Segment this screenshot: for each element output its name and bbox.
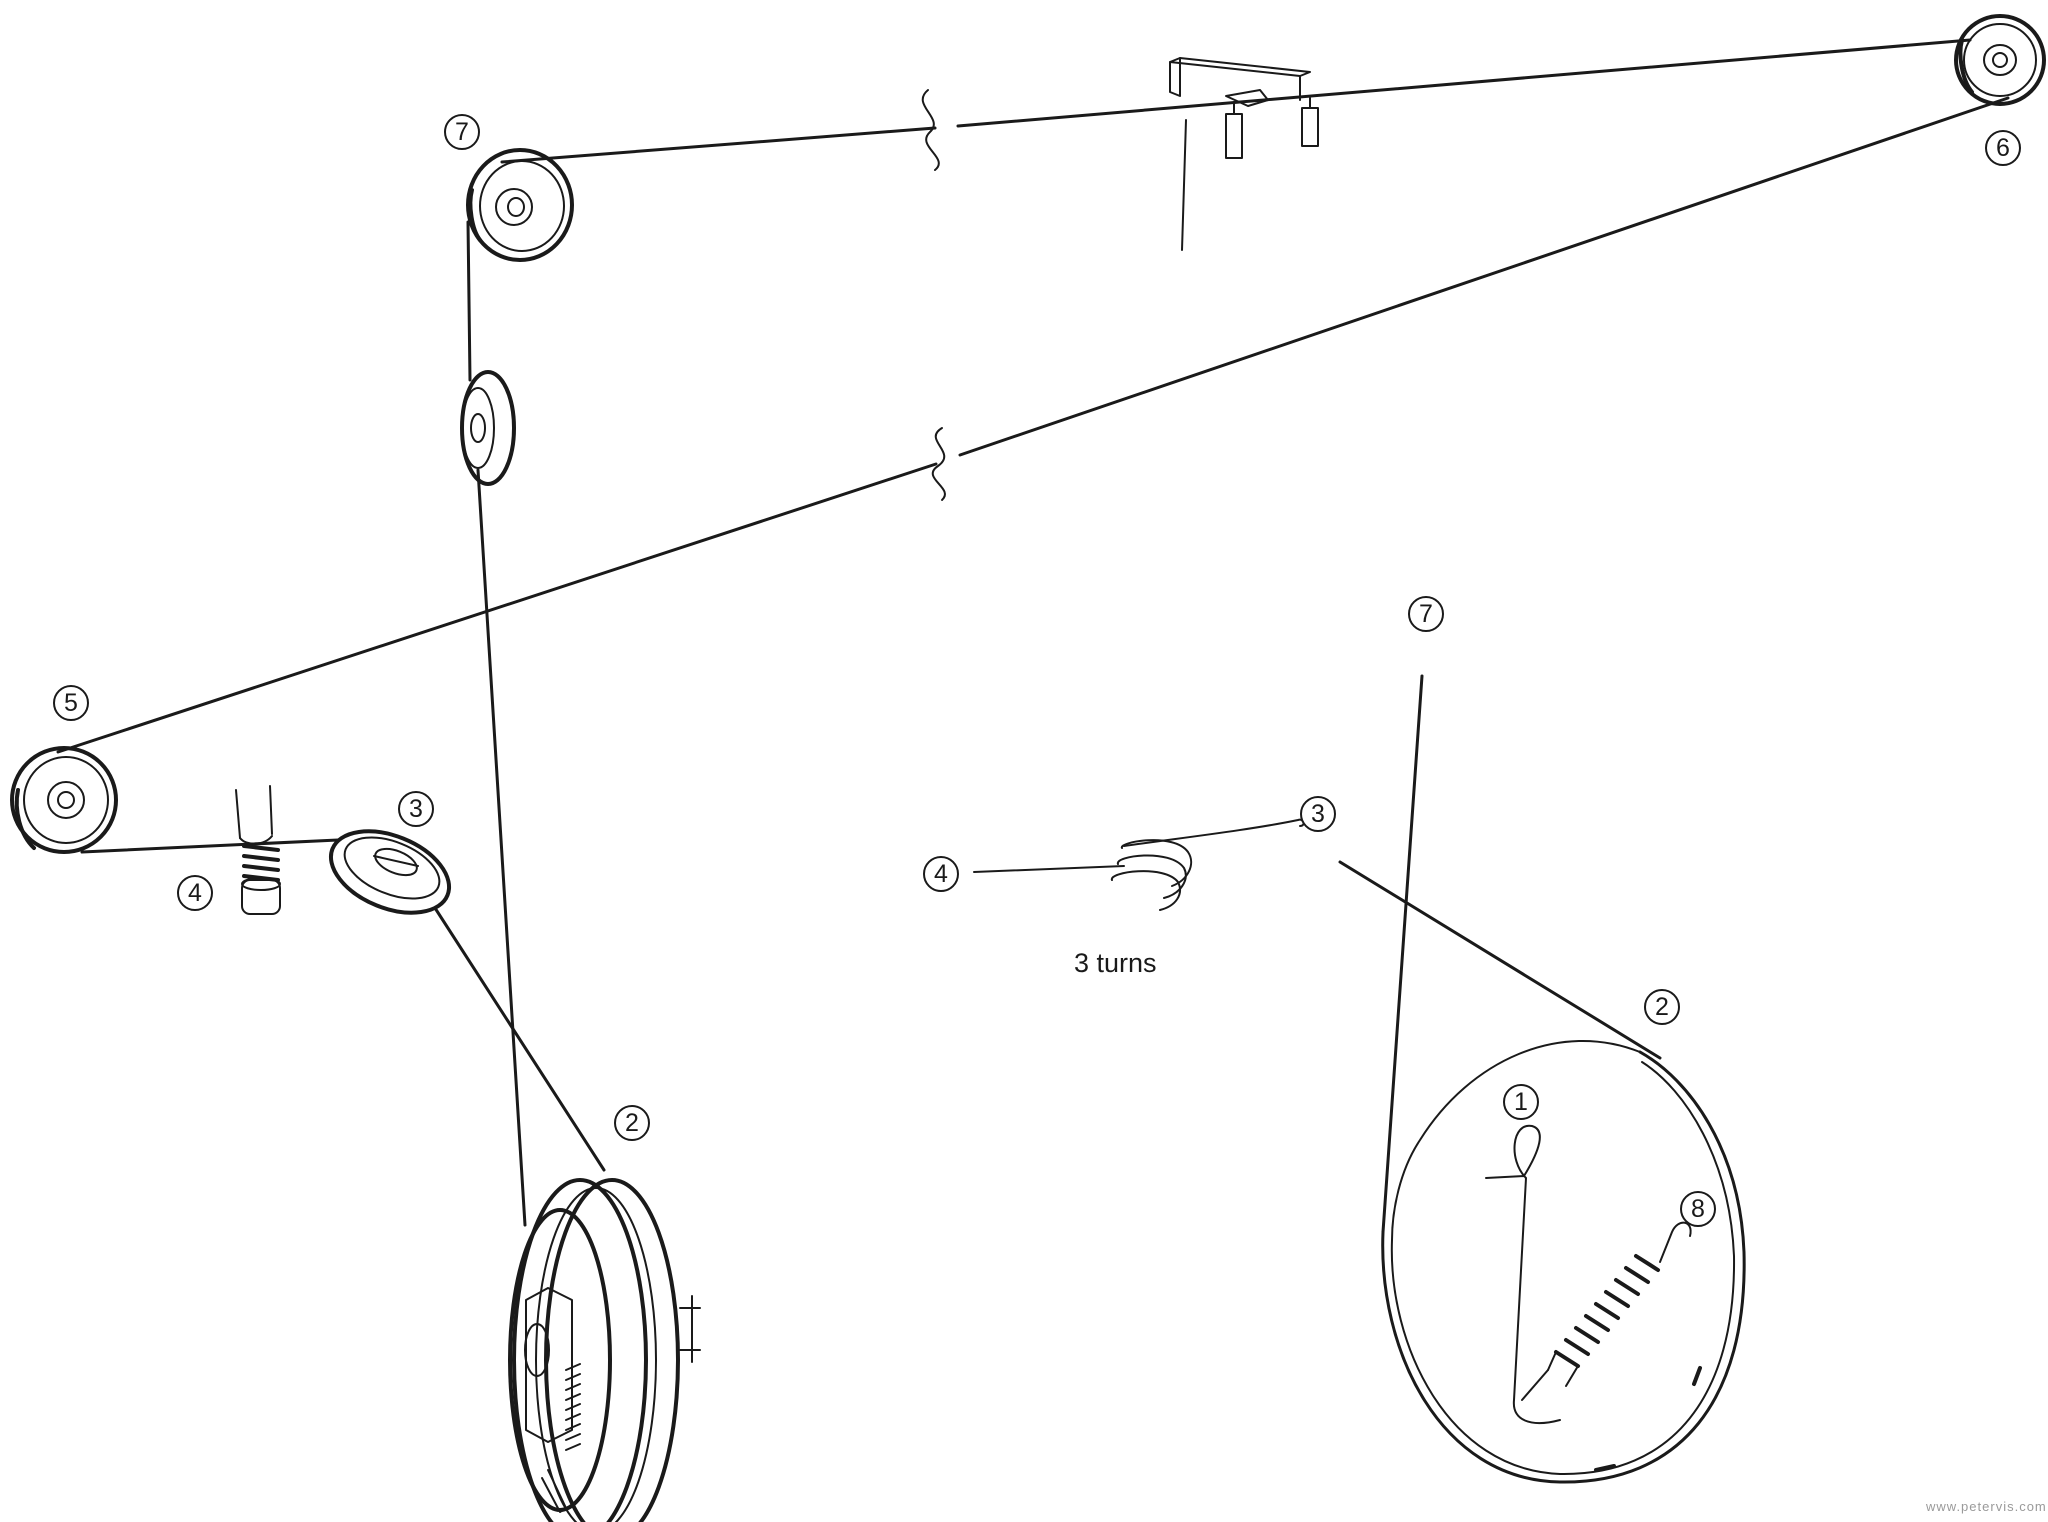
pulley-7: [466, 148, 574, 262]
callout-label: 7: [1419, 600, 1433, 628]
callout-inset-4: 4: [923, 856, 959, 892]
callout-inset-3: 3: [1300, 796, 1336, 832]
dial-cord: [56, 38, 2010, 1227]
callout-2: 2: [614, 1105, 650, 1141]
callout-5: 5: [53, 685, 89, 721]
callout-label: 5: [64, 689, 78, 717]
callout-inset-1: 1: [1503, 1084, 1539, 1120]
pulley-6: [1954, 14, 2046, 106]
callout-inset-2: 2: [1644, 989, 1680, 1025]
guide-pulley: [460, 370, 516, 486]
tension-post-4: [235, 785, 281, 915]
callout-label: 7: [455, 118, 469, 146]
cord-break-marks: [921, 89, 946, 501]
callout-7-top: 7: [444, 114, 480, 150]
callout-label: 4: [934, 860, 948, 888]
callout-label: 2: [625, 1109, 639, 1137]
watermark: www.petervis.com: [1925, 1499, 2047, 1514]
callout-4: 4: [177, 875, 213, 911]
callout-label: 4: [188, 879, 202, 907]
dial-pointer-clip: [1169, 57, 1319, 251]
tuning-drum-2: [508, 1178, 701, 1522]
callout-label: 1: [1514, 1088, 1528, 1116]
callout-6: 6: [1985, 130, 2021, 166]
callout-3: 3: [398, 791, 434, 827]
idler-pulley-3: [328, 829, 452, 915]
callout-label: 6: [1996, 134, 2010, 162]
callout-label: 2: [1655, 993, 1669, 1021]
callout-inset-7: 7: [1408, 596, 1444, 632]
drum-stringing-inset: [973, 674, 1746, 1484]
three-turns-label: 3 turns: [1074, 948, 1157, 978]
callout-inset-8: 8: [1680, 1191, 1716, 1227]
callout-label: 3: [409, 795, 423, 823]
pulley-5: [10, 746, 118, 854]
callout-label: 8: [1691, 1195, 1705, 1223]
callout-label: 3: [1311, 800, 1325, 828]
